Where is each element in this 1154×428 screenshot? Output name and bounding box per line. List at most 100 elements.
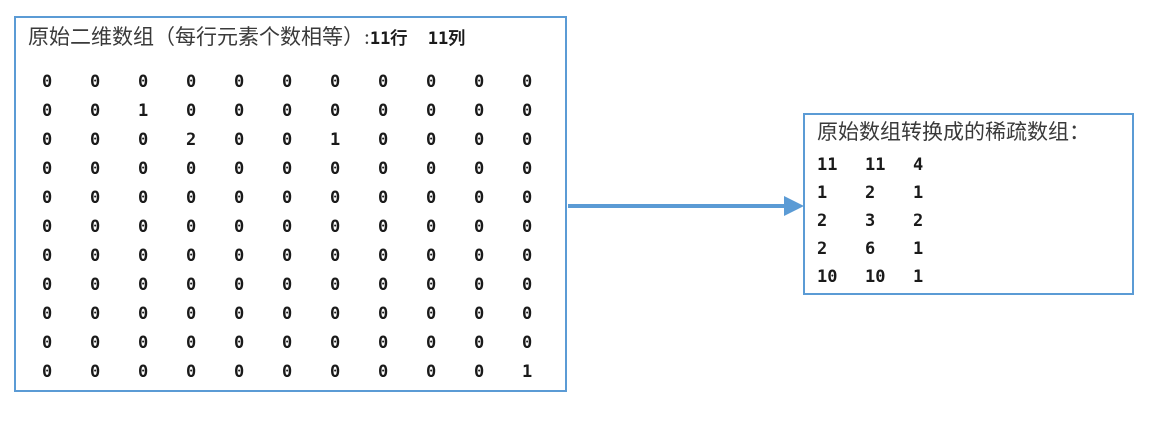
matrix-cell: 0 [90, 304, 101, 324]
matrix-cell: 0 [378, 159, 389, 179]
matrix-cell: 0 [186, 188, 197, 208]
matrix-cell: 0 [474, 130, 485, 150]
matrix-cell: 0 [234, 333, 245, 353]
matrix-cell: 0 [90, 72, 101, 92]
matrix-cell: 0 [522, 101, 533, 121]
matrix-cell: 0 [186, 362, 197, 382]
matrix-cell: 0 [42, 304, 53, 324]
matrix-cell: 0 [330, 304, 341, 324]
matrix-cell: 0 [474, 362, 485, 382]
matrix-cell: 0 [282, 246, 293, 266]
matrix-cell: 0 [282, 130, 293, 150]
matrix-cell: 0 [474, 275, 485, 295]
matrix-cell: 0 [282, 275, 293, 295]
matrix-cell: 0 [282, 159, 293, 179]
matrix-cell: 0 [330, 275, 341, 295]
matrix-cell: 0 [186, 246, 197, 266]
matrix-cell: 0 [138, 72, 149, 92]
matrix-cell: 0 [234, 130, 245, 150]
matrix-cell: 0 [234, 188, 245, 208]
matrix-cell: 0 [378, 304, 389, 324]
matrix-cell: 0 [522, 72, 533, 92]
matrix-cell: 0 [90, 217, 101, 237]
sparse-array-cell: 1 [913, 267, 924, 287]
matrix-cell: 0 [426, 246, 437, 266]
matrix-cell: 0 [186, 217, 197, 237]
matrix-cell: 0 [522, 333, 533, 353]
matrix-cell: 0 [522, 246, 533, 266]
matrix-cell: 0 [474, 101, 485, 121]
matrix-cell: 0 [42, 159, 53, 179]
matrix-cell: 0 [234, 101, 245, 121]
matrix-cell: 0 [378, 217, 389, 237]
matrix-cell: 0 [474, 246, 485, 266]
matrix-cell: 0 [426, 72, 437, 92]
original-array-row-count: 11行 [369, 29, 408, 49]
matrix-cell: 0 [378, 72, 389, 92]
sparse-array-cell: 10 [817, 267, 838, 287]
sparse-array-cell: 10 [865, 267, 886, 287]
matrix-cell: 0 [330, 362, 341, 382]
matrix-cell: 0 [42, 246, 53, 266]
matrix-cell: 0 [426, 333, 437, 353]
matrix-cell: 0 [138, 217, 149, 237]
matrix-cell: 0 [234, 275, 245, 295]
matrix-cell: 0 [426, 362, 437, 382]
matrix-cell: 0 [522, 130, 533, 150]
matrix-cell: 0 [138, 159, 149, 179]
matrix-cell: 0 [426, 275, 437, 295]
matrix-cell: 0 [42, 130, 53, 150]
sparse-array-title: 原始数组转换成的稀疏数组： [817, 120, 1090, 144]
sparse-array-cell: 2 [817, 211, 828, 231]
matrix-cell: 0 [522, 159, 533, 179]
matrix-cell: 0 [186, 275, 197, 295]
matrix-cell: 0 [138, 246, 149, 266]
matrix-cell: 0 [234, 217, 245, 237]
matrix-cell: 0 [378, 246, 389, 266]
matrix-cell: 0 [474, 188, 485, 208]
matrix-cell: 0 [330, 217, 341, 237]
matrix-cell: 0 [378, 333, 389, 353]
matrix-cell: 0 [378, 362, 389, 382]
original-array-col-count: 11列 [407, 29, 466, 49]
matrix-cell: 0 [282, 362, 293, 382]
sparse-array-cell: 2 [817, 239, 828, 259]
matrix-cell: 0 [42, 72, 53, 92]
matrix-cell: 0 [90, 275, 101, 295]
matrix-cell: 0 [378, 101, 389, 121]
matrix-cell: 0 [138, 130, 149, 150]
matrix-cell: 0 [330, 72, 341, 92]
matrix-cell: 0 [474, 159, 485, 179]
matrix-cell: 0 [42, 275, 53, 295]
matrix-cell: 0 [426, 130, 437, 150]
matrix-cell: 0 [42, 188, 53, 208]
matrix-cell: 0 [330, 188, 341, 208]
matrix-cell: 0 [426, 217, 437, 237]
sparse-array-cell: 2 [913, 211, 924, 231]
matrix-cell: 0 [282, 188, 293, 208]
matrix-cell: 0 [90, 101, 101, 121]
matrix-cell: 0 [138, 304, 149, 324]
matrix-cell: 0 [186, 159, 197, 179]
matrix-cell: 0 [138, 188, 149, 208]
matrix-cell: 0 [90, 333, 101, 353]
sparse-array-cell: 1 [817, 183, 828, 203]
matrix-cell: 0 [378, 275, 389, 295]
matrix-cell: 0 [90, 188, 101, 208]
matrix-cell: 0 [330, 101, 341, 121]
sparse-array-cell: 2 [865, 183, 876, 203]
matrix-cell: 0 [330, 333, 341, 353]
sparse-array-cell: 4 [913, 155, 924, 175]
sparse-array-cell: 11 [865, 155, 886, 175]
matrix-cell: 0 [522, 217, 533, 237]
matrix-cell: 0 [42, 333, 53, 353]
matrix-cell: 0 [90, 362, 101, 382]
sparse-array-cell: 3 [865, 211, 876, 231]
sparse-array-cell: 6 [865, 239, 876, 259]
matrix-cell: 0 [330, 159, 341, 179]
matrix-cell: 0 [234, 72, 245, 92]
matrix-cell: 0 [282, 101, 293, 121]
